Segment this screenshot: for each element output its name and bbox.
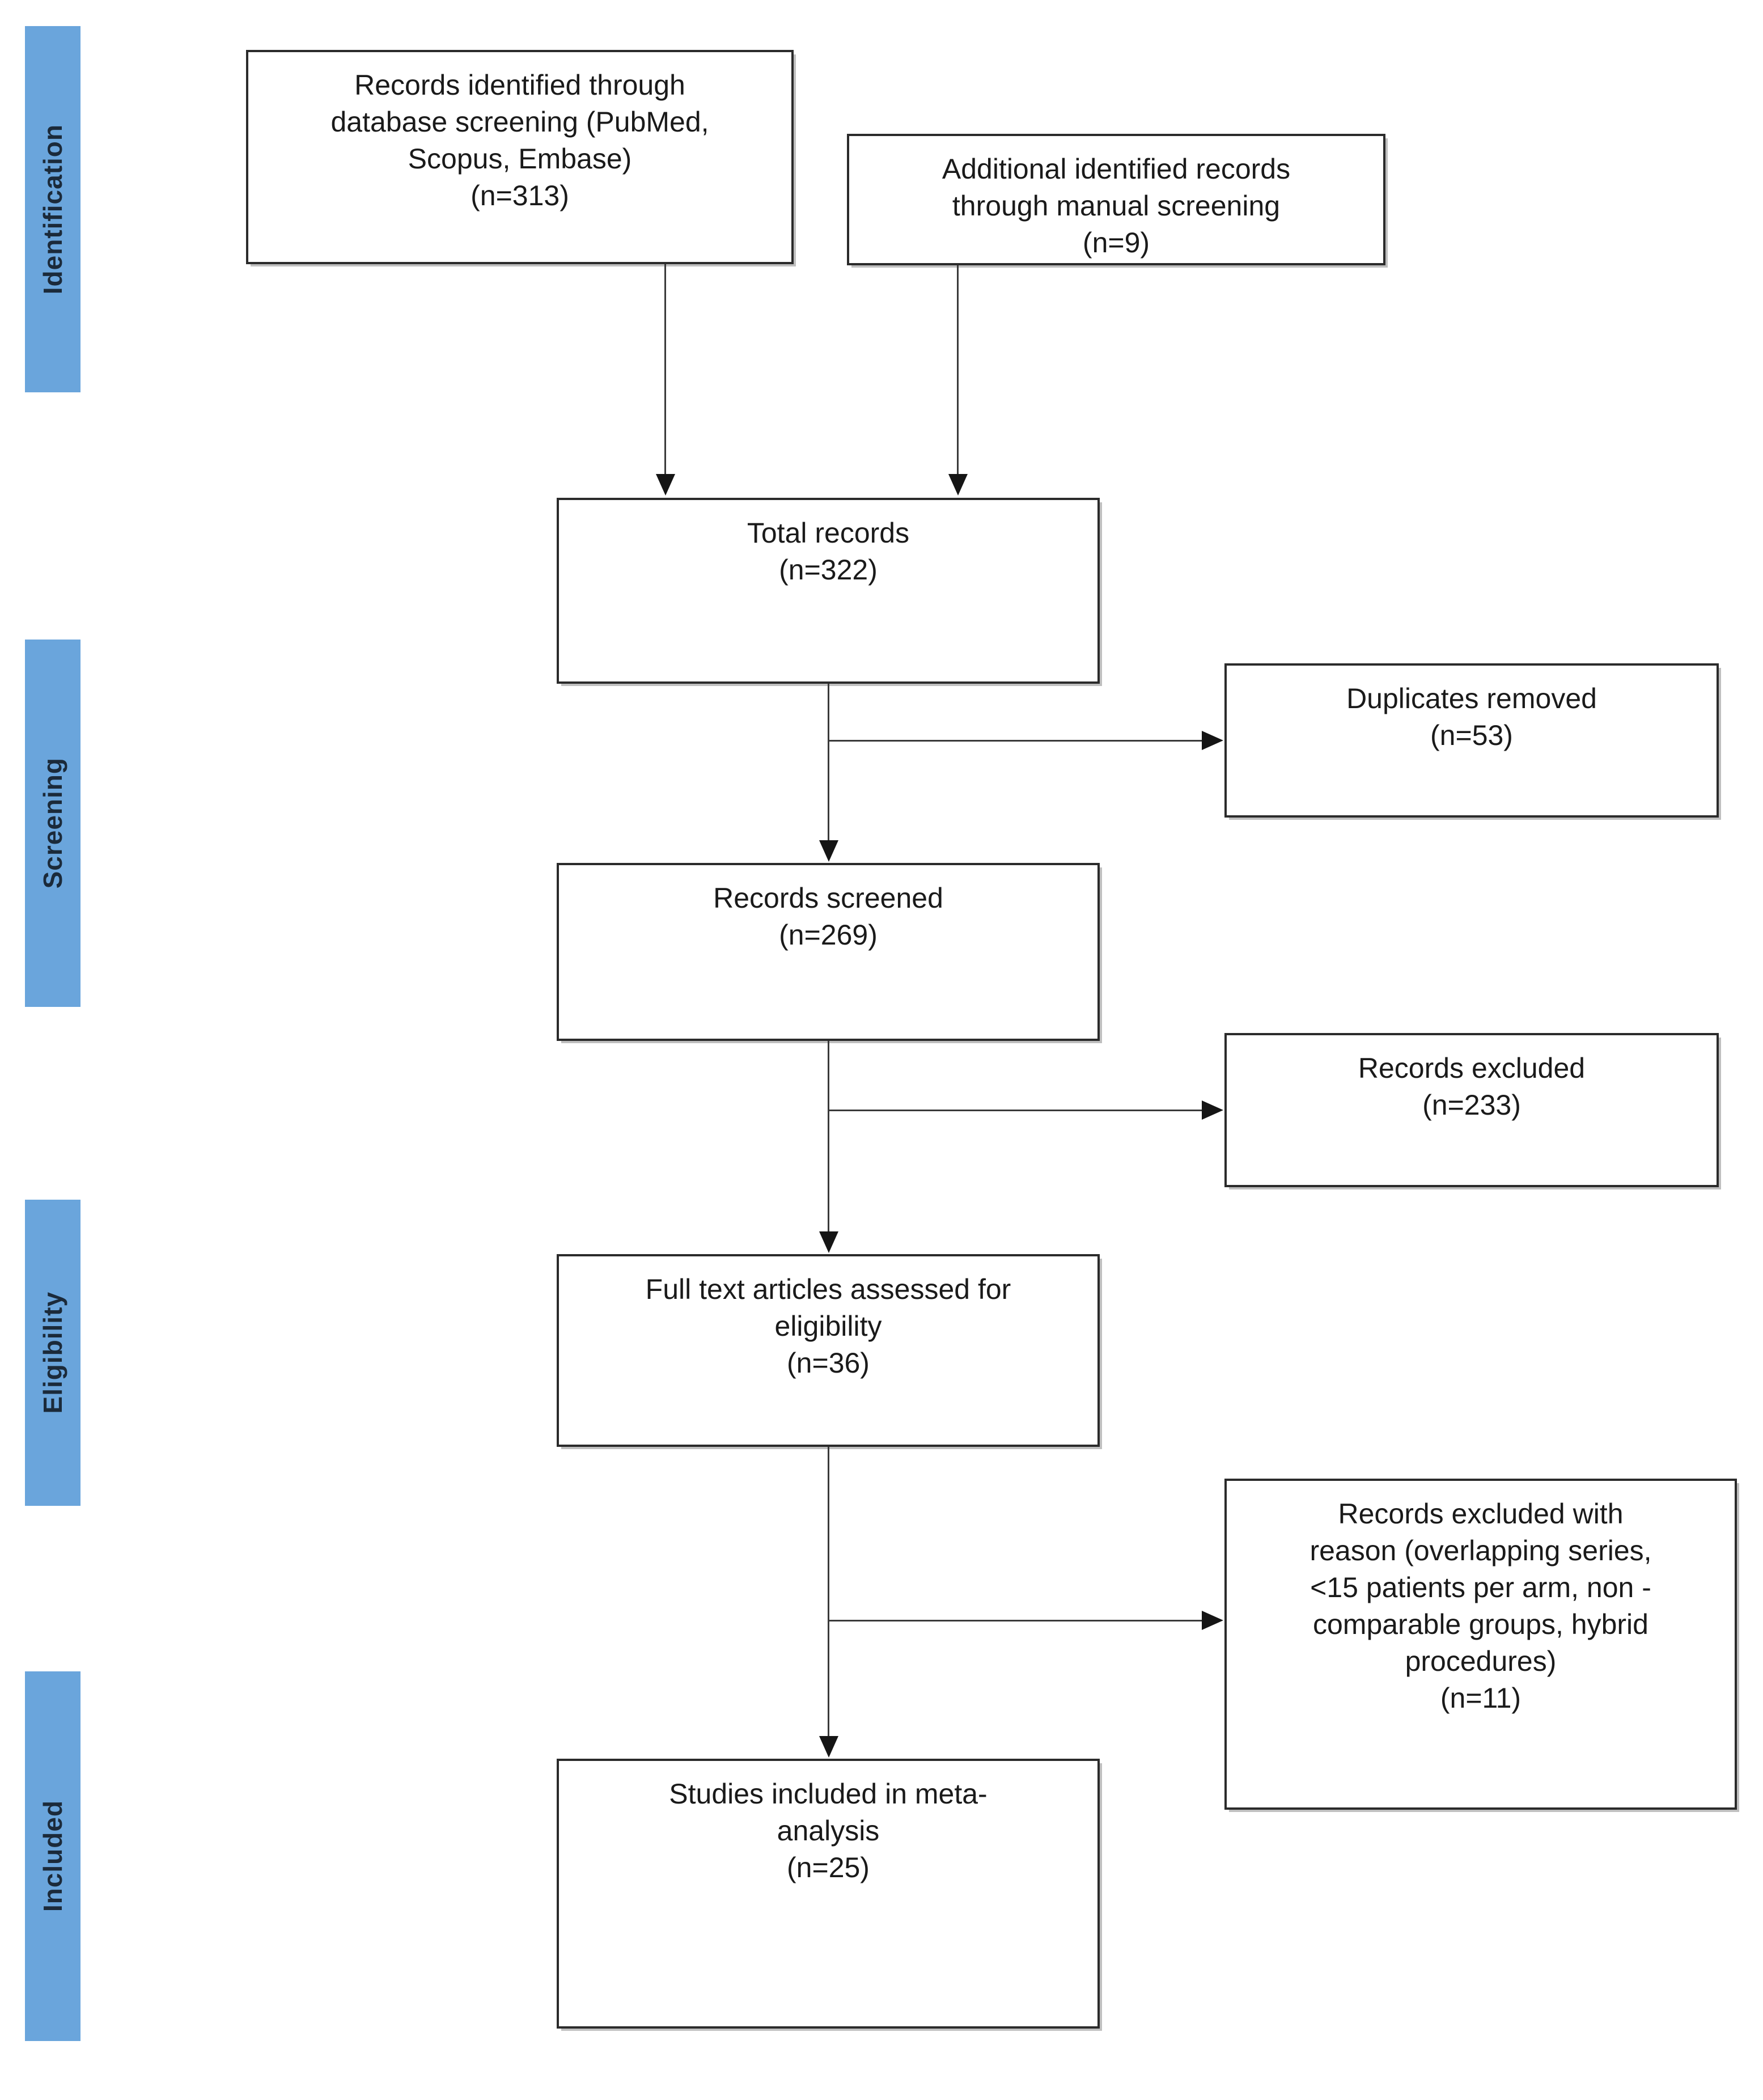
box-total-records: Total records (n=322) <box>557 498 1100 684</box>
connector-fulltext-to-included <box>828 1447 829 1736</box>
connector-db-to-total-vertical <box>664 264 666 474</box>
connector-to-excluded-horizontal <box>828 1110 1202 1111</box>
stage-label-eligibility: Eligibility <box>38 1292 67 1414</box>
box-records-screened: Records screened (n=269) <box>557 863 1100 1041</box>
stage-label-included: Included <box>38 1800 67 1912</box>
arrow-to-excluded <box>1202 1100 1223 1120</box>
stage-bar-eligibility: Eligibility <box>25 1200 80 1506</box>
arrow-to-excluded-reason <box>1202 1611 1223 1630</box>
box-database-records: Records identified through database scre… <box>246 50 794 264</box>
arrow-fulltext-to-included <box>819 1736 838 1758</box>
arrow-to-duplicates <box>1202 731 1223 750</box>
connector-total-to-screened <box>828 684 829 840</box>
box-records-excluded-with-reason-text: Records excluded with reason (overlappin… <box>1309 1498 1652 1714</box>
connector-manual-to-total-vertical <box>957 265 959 474</box>
box-manual-records-text: Additional identified records through ma… <box>942 153 1291 259</box>
stage-bar-included: Included <box>25 1671 80 2041</box>
arrow-total-to-screened <box>819 840 838 862</box>
stage-label-identification: Identification <box>38 124 67 295</box>
box-duplicates-removed: Duplicates removed (n=53) <box>1224 663 1719 818</box>
connector-screened-to-fulltext <box>828 1041 829 1231</box>
box-duplicates-removed-text: Duplicates removed (n=53) <box>1346 683 1597 751</box>
stage-bar-screening: Screening <box>25 640 80 1007</box>
box-database-records-text: Records identified through database scre… <box>330 69 709 211</box>
connector-to-excluded-reason-horizontal <box>828 1620 1202 1621</box>
connector-to-duplicates-horizontal <box>828 740 1202 742</box>
arrow-manual-to-total <box>948 474 968 496</box>
box-records-excluded-with-reason: Records excluded with reason (overlappin… <box>1224 1479 1737 1810</box>
stage-label-screening: Screening <box>38 757 67 889</box>
box-records-excluded-text: Records excluded (n=233) <box>1358 1052 1586 1121</box>
box-total-records-text: Total records (n=322) <box>747 517 910 586</box>
arrow-screened-to-fulltext <box>819 1231 838 1253</box>
box-full-text-assessed: Full text articles assessed for eligibil… <box>557 1254 1100 1447</box>
stage-bar-identification: Identification <box>25 26 80 392</box>
box-studies-included: Studies included in meta- analysis (n=25… <box>557 1759 1100 2029</box>
box-studies-included-text: Studies included in meta- analysis (n=25… <box>669 1778 988 1883</box>
box-records-screened-text: Records screened (n=269) <box>713 882 943 951</box>
box-records-excluded: Records excluded (n=233) <box>1224 1033 1719 1187</box>
arrow-db-to-total <box>656 474 675 496</box>
box-manual-records: Additional identified records through ma… <box>847 134 1385 265</box>
box-full-text-assessed-text: Full text articles assessed for eligibil… <box>645 1273 1011 1379</box>
